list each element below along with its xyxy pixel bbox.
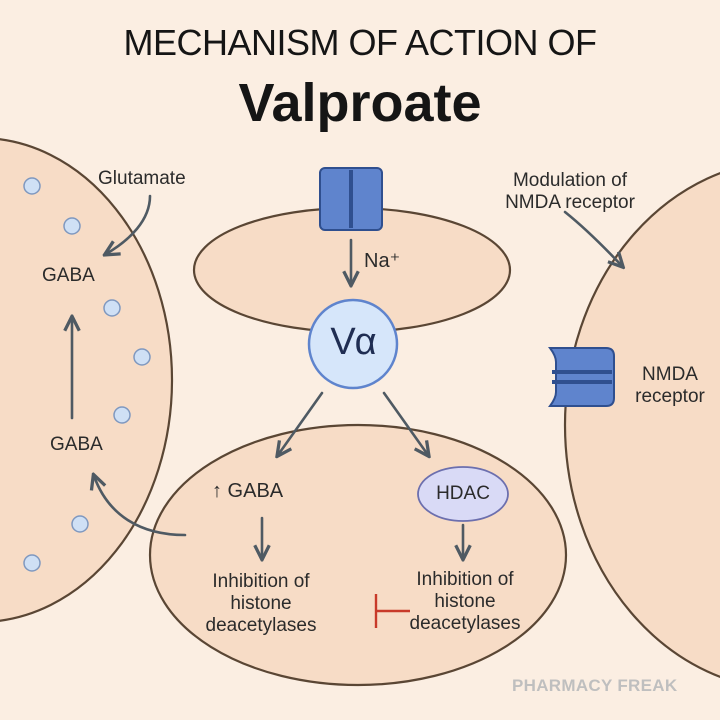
modulation-to-receptor-arrow [563, 210, 622, 266]
title-line-2: Valproate [238, 73, 482, 133]
vesicle [71, 515, 89, 533]
nmda-receptor-label: NMDA receptor [620, 364, 720, 408]
valproate-symbol: Vα [330, 321, 376, 363]
modulation-label: Modulation of NMDA receptor [480, 170, 660, 214]
vesicle [23, 554, 41, 572]
left-outcome-line-1: Inhibition of [212, 571, 310, 592]
left-outcome-line-3: deacetylases [205, 615, 317, 636]
drug-to-gaba-arrow [278, 391, 324, 455]
right-outcome-line-2: histone [434, 591, 496, 612]
title-line-1: MECHANISM OF ACTION OF [123, 22, 597, 63]
vesicle [63, 217, 81, 235]
vesicle [103, 299, 121, 317]
vesicle [23, 177, 41, 195]
glutamate-to-gaba-arrow [106, 194, 152, 254]
right-outcome-line-3: deacetylases [409, 613, 521, 634]
inhibition-symbol [374, 594, 410, 628]
glutamate-label: Glutamate [98, 168, 186, 189]
vesicle [133, 348, 151, 366]
cell-to-gaba-curved-arrow [94, 476, 187, 537]
sodium-label: Na⁺ [364, 250, 401, 272]
watermark: PHARMACY FREAK [512, 676, 678, 695]
right-outcome-label: Inhibition of histone deacetylases [390, 569, 540, 635]
arrows [72, 194, 622, 558]
gaba-top-label: GABA [42, 265, 95, 286]
valproate-drug-icon [307, 298, 399, 390]
hdac-label: HDAC [436, 483, 490, 504]
sodium-channel-icon [319, 167, 383, 231]
modulation-line-1: Modulation of [512, 170, 628, 191]
hdac-enzyme-icon [417, 466, 509, 522]
gaba-increase-label: ↑ GABA [212, 480, 284, 502]
left-outcome-line-2: histone [230, 593, 292, 614]
vesicle [113, 406, 131, 424]
nmda-line-1: NMDA [642, 364, 698, 385]
right-cell [563, 172, 720, 678]
left-cell [0, 138, 174, 622]
nmda-line-2: receptor [635, 386, 705, 407]
left-outcome-label: Inhibition of histone deacetylases [186, 571, 336, 637]
vesicles [23, 177, 151, 572]
modulation-line-2: NMDA receptor [505, 192, 635, 213]
gaba-bottom-label: GABA [50, 434, 103, 455]
right-outcome-line-1: Inhibition of [416, 569, 514, 590]
drug-to-hdac-arrow [382, 391, 428, 455]
bottom-cell [148, 423, 568, 687]
nmda-receptor-icon [548, 347, 615, 407]
